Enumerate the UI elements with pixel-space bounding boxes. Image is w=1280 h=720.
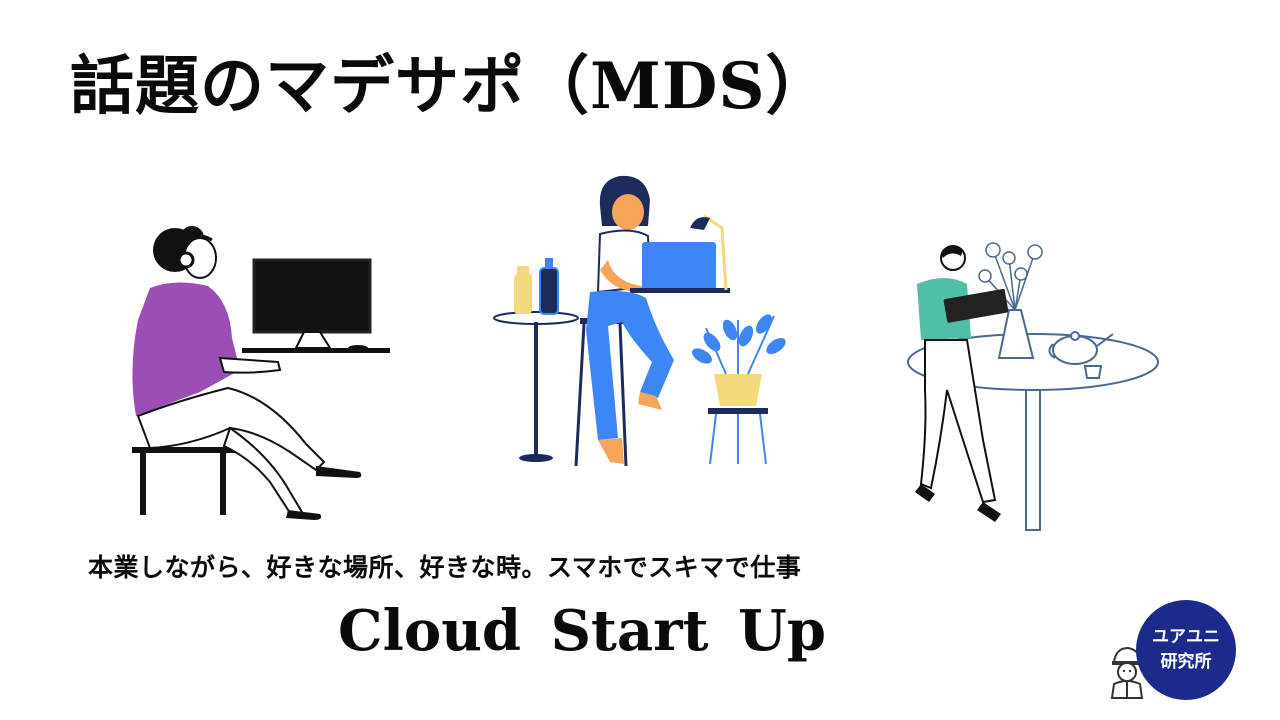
headline: 話題のマデサポ（MDS） <box>70 49 831 124</box>
man-with-tablet-illustration <box>905 240 1170 535</box>
tagline: 本業しながら、好きな場所、好きな時。スマホでスキマで仕事 <box>88 553 802 582</box>
woman-with-laptop-illustration <box>490 170 800 470</box>
person-at-desktop-illustration <box>120 220 400 520</box>
badge-line-2: 研究所 <box>1160 652 1212 672</box>
company-badge: ユアユニ 研究所 <box>1136 600 1236 700</box>
badge-line-1: ユアユニ <box>1152 627 1220 648</box>
mascot-icon <box>1106 646 1146 705</box>
brand-name: Cloud Start Up <box>338 598 827 664</box>
